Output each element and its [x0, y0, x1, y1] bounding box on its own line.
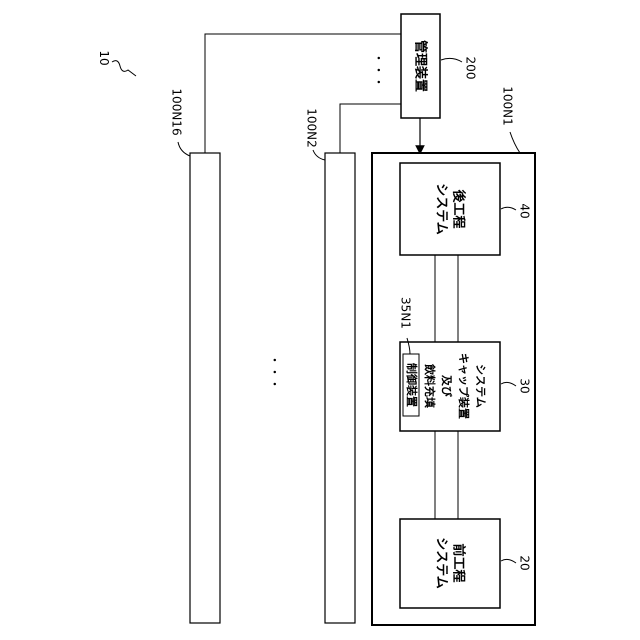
- unit-100N2-box: [325, 153, 355, 623]
- figure-ref-label: 10: [97, 50, 111, 65]
- connector-filling-to-pre: [435, 431, 458, 519]
- filling-system-ref: 30: [518, 378, 532, 393]
- line-to-100N2: [340, 104, 401, 153]
- unit-100N2-leader: [313, 150, 325, 160]
- management-device-label: 管理装置: [413, 40, 429, 92]
- filling-line1: 飲料充填: [423, 363, 437, 408]
- figure-ref-leader: [112, 61, 136, 76]
- filling-line3: キャップ装置: [457, 353, 471, 419]
- management-ref-leader: [441, 58, 462, 62]
- unit-100N2-ref: 100N2: [305, 108, 319, 148]
- filling-line2: 及び: [440, 375, 454, 398]
- connector-post-to-filling: [435, 255, 458, 342]
- post-process-line1: 後工程: [451, 189, 467, 228]
- ellipsis-mid: ・・・: [268, 354, 282, 390]
- control-device-ref: 35N1: [399, 297, 413, 329]
- filling-line4: システム: [474, 364, 487, 408]
- post-process-line2: システム: [434, 183, 449, 235]
- post-process-ref: 40: [518, 203, 532, 218]
- ellipsis-top: ・・・: [372, 52, 386, 88]
- control-device-label: 制御装置: [405, 363, 419, 407]
- pre-process-line1: 前工程: [451, 543, 467, 582]
- pre-process-system-box: [400, 519, 500, 608]
- post-process-system-box: [400, 163, 500, 255]
- unit-100N16-box: [190, 153, 220, 623]
- unit-100N16-ref: 100N16: [170, 88, 184, 135]
- unit-100N1-ref: 100N1: [501, 86, 515, 126]
- pre-process-line2: システム: [434, 537, 449, 589]
- unit-100N16-leader: [178, 142, 190, 156]
- management-device-ref: 200: [464, 57, 478, 80]
- unit-100N1-leader: [510, 132, 520, 153]
- pre-process-ref: 20: [518, 555, 532, 570]
